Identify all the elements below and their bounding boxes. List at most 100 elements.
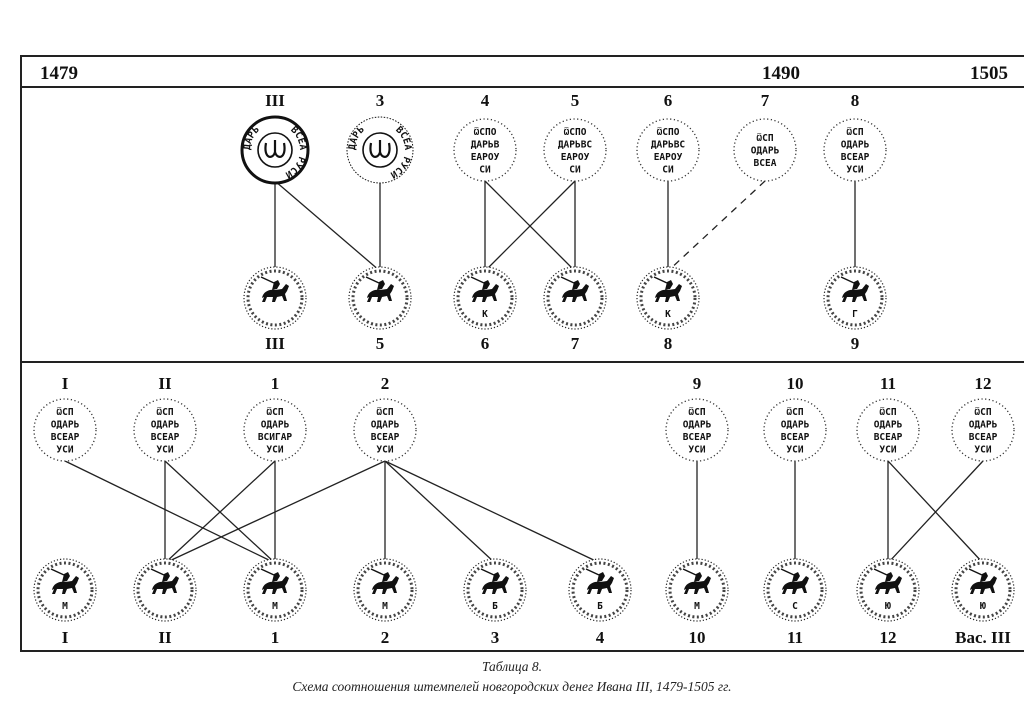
obverse-label: 5 <box>571 91 580 110</box>
obverse-label: 11 <box>880 374 896 393</box>
die-link <box>64 460 276 564</box>
reverse-die-5: 5 <box>348 266 412 353</box>
coin-legend-line: ОДАРЬ <box>841 139 870 150</box>
dashed-die-link <box>667 180 766 272</box>
reverse-label: 6 <box>481 334 490 353</box>
year-1505: 1505 <box>970 63 1008 84</box>
mint-letter: М <box>694 601 700 612</box>
die-link <box>164 460 386 564</box>
year-1490: 1490 <box>762 63 800 84</box>
horseman-icon <box>840 276 869 302</box>
horseman-icon <box>470 276 499 302</box>
coin-legend-line: ОДАРЬ <box>371 419 400 430</box>
coin-legend-line: ОДАРЬ <box>261 419 290 430</box>
mint-letter: М <box>62 601 68 612</box>
reverse-label: Вас. III <box>955 628 1011 647</box>
reverse-die-3: Б3 <box>463 558 527 647</box>
die-link <box>384 460 601 564</box>
coin-legend-line: УСИ <box>879 444 896 455</box>
coin-legend-line: ДАРЬВ <box>471 139 500 150</box>
horseman-icon <box>50 568 79 594</box>
reverse-die-7: 7 <box>543 266 607 353</box>
reverse-label: 3 <box>491 628 500 647</box>
horseman-icon <box>682 568 711 594</box>
obverse-label: 4 <box>481 91 490 110</box>
coin-legend-line: ѾСП <box>879 407 896 418</box>
die-link <box>164 460 276 564</box>
coin-legend-line: ДАРЬВС <box>651 139 686 150</box>
mint-letter: Б <box>597 601 603 612</box>
obverse-label: 9 <box>693 374 702 393</box>
coin-legend-line: ѾСП <box>688 407 705 418</box>
coin-legend-line: ОДАРЬ <box>969 419 998 430</box>
coin-legend-line: ОДАРЬ <box>51 419 80 430</box>
die-link <box>384 460 496 564</box>
coin-legend-line: ОДАРЬ <box>781 419 810 430</box>
coin-legend-line: СИ <box>569 164 581 175</box>
obverse-label: 2 <box>381 374 390 393</box>
reverse-label: II <box>158 628 172 647</box>
reverse-die-2: М2 <box>353 558 417 647</box>
horseman-icon <box>560 276 589 302</box>
obverse-label: II <box>158 374 172 393</box>
horseman-icon <box>260 276 289 302</box>
coin-legend-line: ѾСП <box>376 407 393 418</box>
reverse-label: I <box>62 628 69 647</box>
mint-letter: Ю <box>885 601 891 612</box>
obverse-label: 3 <box>376 91 385 110</box>
caption-title: Таблица 8. <box>481 659 543 674</box>
horseman-icon <box>653 276 682 302</box>
coin-legend-line: ОДАРЬ <box>151 419 180 430</box>
horseman-icon <box>780 568 809 594</box>
obverse-die-III: IIIОСПОДАРЬВСЕА РУСИ <box>0 0 310 185</box>
die-link <box>887 460 984 564</box>
reverse-die-Вас. III: Ю Вас. III <box>951 558 1015 647</box>
coin-legend-line: ѾСП <box>266 407 283 418</box>
coin-legend-line: ѾСП <box>846 127 863 138</box>
obverse-label: I <box>62 374 69 393</box>
die-link <box>274 180 381 272</box>
reverse-label: 11 <box>787 628 803 647</box>
diagram-frame <box>20 55 1024 652</box>
reverse-label: 4 <box>596 628 605 647</box>
coin-legend-line: ОДАРЬ <box>751 146 780 157</box>
monogram-icon <box>264 140 286 158</box>
horseman-icon <box>480 568 509 594</box>
coin-legend-line: ВСЕАР <box>371 432 400 443</box>
coin-legend-line: ВСЕАР <box>151 432 180 443</box>
reverse-label: III <box>265 334 285 353</box>
reverse-label: 10 <box>689 628 706 647</box>
coin-legend-line: ЕАРОУ <box>471 152 500 163</box>
coin-legend-line: ѾСП <box>974 407 991 418</box>
coin-legend-line: УСИ <box>974 444 991 455</box>
coin-legend-line: ѾСПО <box>657 127 680 138</box>
coin-legend-line: ВСЕАР <box>969 432 998 443</box>
horseman-icon <box>968 568 997 594</box>
caption-subtitle: Схема соотношения штемпелей новгородских… <box>292 679 732 694</box>
mint-letter: Ю <box>980 601 986 612</box>
reverse-die-10: М 10 <box>665 558 729 647</box>
obverse-label: III <box>265 91 285 110</box>
coin-legend-line: УСИ <box>688 444 705 455</box>
coin-legend-line: ОДАРЬ <box>683 419 712 430</box>
reverse-die-11: С11 <box>763 558 827 647</box>
horseman-icon <box>365 276 394 302</box>
obverse-label: 1 <box>271 374 280 393</box>
coin-legend-line: ѾСПО <box>474 127 497 138</box>
obverse-label: 12 <box>975 374 992 393</box>
reverse-label: 12 <box>880 628 897 647</box>
coin-legend-line: ВСЕА <box>754 158 777 169</box>
coin-legend-line: ВСЕАР <box>51 432 80 443</box>
coin-legend-line: ВСИГАР <box>258 432 293 443</box>
reverse-die-12: Ю 12 <box>856 558 920 647</box>
coin-legend-line: ВСЕАР <box>781 432 810 443</box>
mint-letter: К <box>665 309 671 320</box>
coin-legend-line: СИ <box>662 164 674 175</box>
